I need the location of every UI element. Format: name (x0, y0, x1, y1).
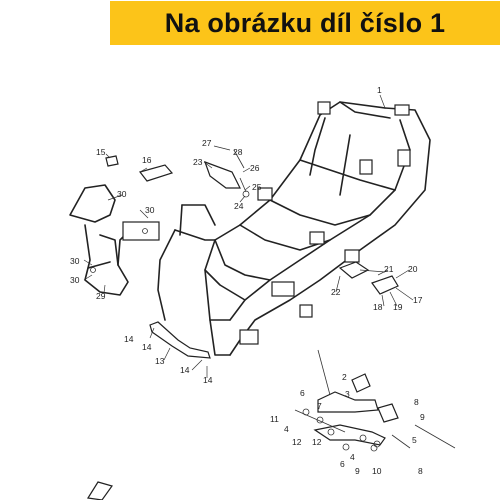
bolt-parts-upper[interactable] (233, 149, 250, 198)
callout-16: 16 (142, 155, 152, 165)
callout-12-b: 12 (312, 437, 322, 447)
plate-part[interactable] (138, 164, 174, 182)
callout-6-a: 6 (300, 388, 305, 398)
callout-26: 26 (250, 163, 260, 173)
callout-30-c: 30 (70, 256, 80, 266)
callout-11: 11 (270, 414, 279, 424)
callout-6-b: 6 (340, 459, 345, 469)
callout-21: 21 (384, 264, 394, 274)
callout-19: 19 (393, 302, 403, 312)
callout-18: 18 (373, 302, 383, 312)
page-title-banner: Na obrázku díl číslo 1 (110, 1, 500, 45)
callout-28: 28 (233, 147, 243, 157)
callout-5: 5 (412, 435, 417, 445)
callout-14-b: 14 (142, 342, 152, 352)
corner-logo-fragment (87, 481, 113, 500)
callout-13: 13 (155, 356, 165, 366)
callout-10: 10 (372, 466, 382, 476)
callout-12-a: 12 (292, 437, 302, 447)
lower-bracket-part[interactable] (149, 321, 211, 359)
engine-mount-links[interactable] (294, 349, 456, 452)
callout-4-b: 4 (350, 452, 355, 462)
callout-8-b: 8 (418, 466, 423, 476)
callout-20: 20 (408, 264, 418, 274)
callout-4-a: 4 (284, 424, 289, 434)
callout-8-a: 8 (414, 397, 419, 407)
callout-23: 23 (193, 157, 203, 167)
callout-9-b: 9 (355, 466, 360, 476)
callout-14-d: 14 (203, 375, 213, 385)
callout-29: 29 (96, 291, 106, 301)
callout-17: 17 (413, 295, 423, 305)
callout-22: 22 (331, 287, 341, 297)
callout-15: 15 (96, 147, 106, 157)
callout-labels: 1 15 16 27 28 23 26 25 24 30 30 30 30 29… (70, 85, 425, 476)
callout-3: 3 (345, 389, 350, 399)
callout-30-b: 30 (145, 205, 155, 215)
callout-14-a: 14 (124, 334, 134, 344)
callout-25: 25 (252, 182, 262, 192)
callout-27: 27 (202, 138, 212, 148)
callout-24: 24 (234, 201, 244, 211)
callout-14-c: 14 (180, 365, 190, 375)
main-frame-part[interactable] (157, 101, 431, 356)
callout-2: 2 (342, 372, 347, 382)
callout-7: 7 (317, 401, 322, 411)
page-title: Na obrázku díl číslo 1 (164, 7, 446, 38)
callout-9-a: 9 (420, 412, 425, 422)
front-bracket-part[interactable] (69, 184, 160, 296)
footrest-part[interactable] (338, 261, 399, 295)
leader-lines (83, 94, 414, 378)
callout-1: 1 (377, 85, 382, 95)
clip-part[interactable] (105, 155, 119, 167)
callout-30-a: 30 (117, 189, 127, 199)
upper-bracket-part[interactable] (204, 160, 241, 189)
callout-30-d: 30 (70, 275, 80, 285)
